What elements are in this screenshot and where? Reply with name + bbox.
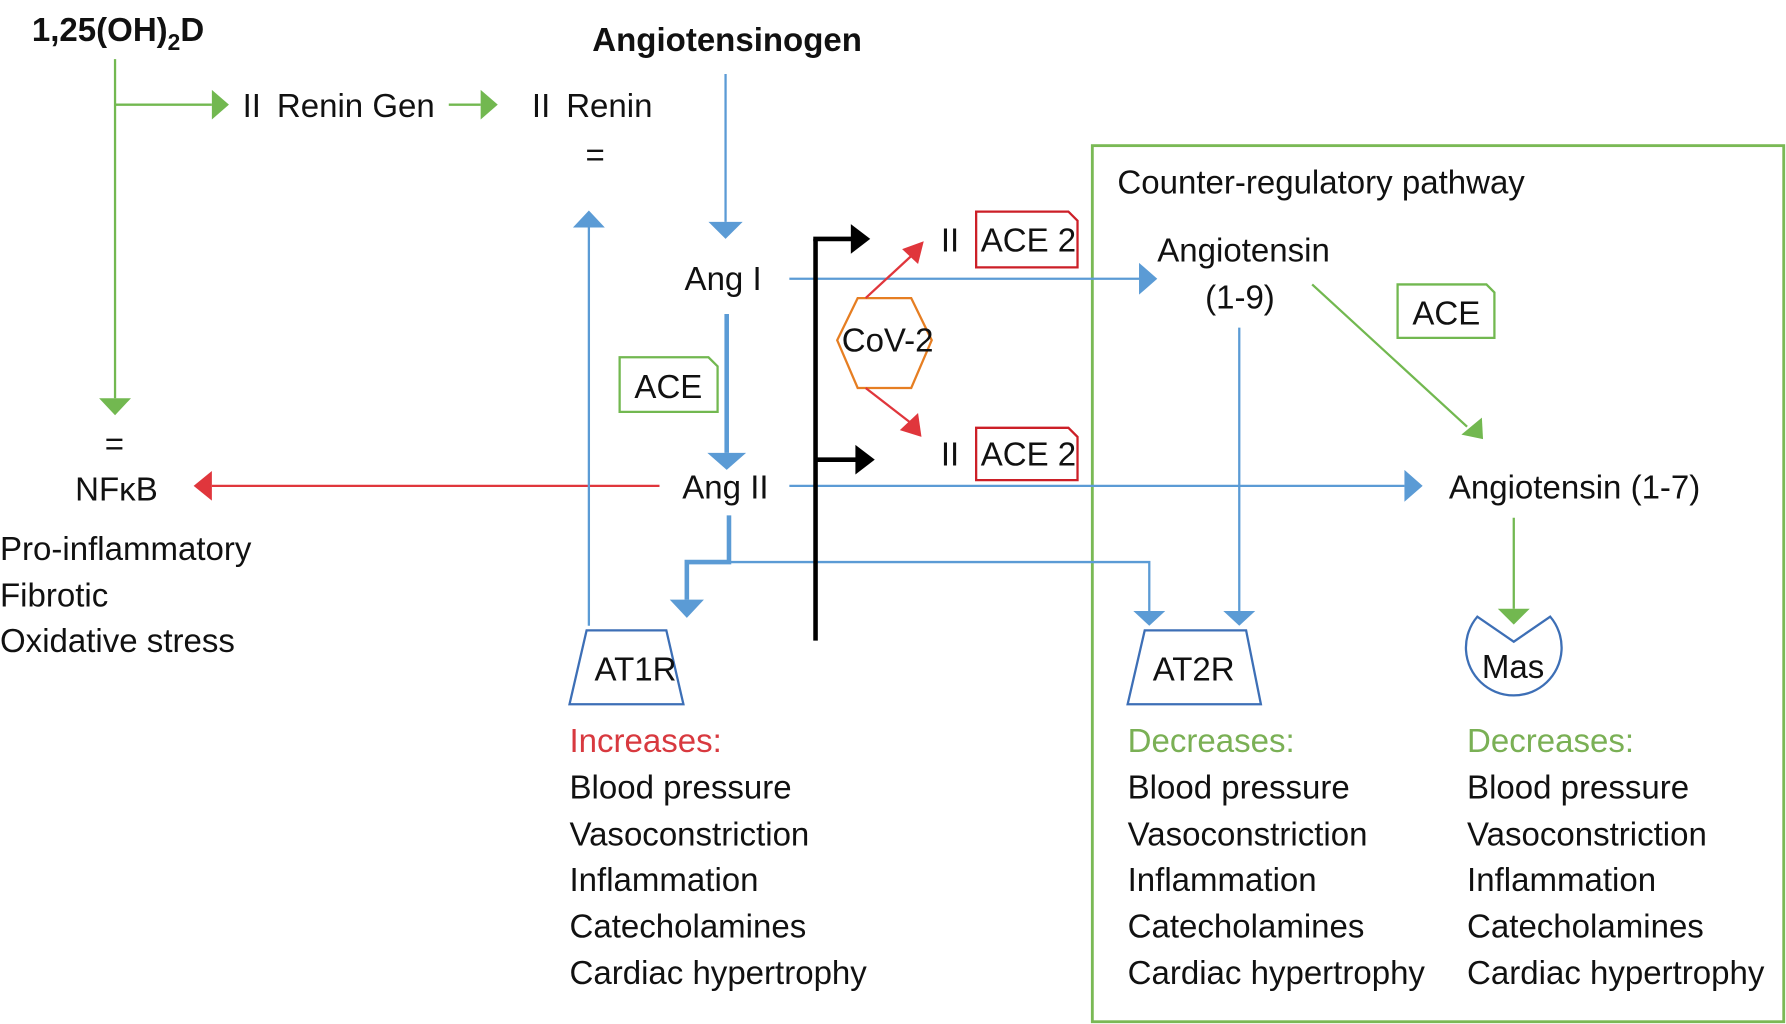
angiotensinogen-label: Angiotensinogen [592, 21, 862, 58]
renin-equals: = [585, 136, 604, 173]
cov2-label: CoV-2 [842, 322, 934, 359]
mas-effects-heading: Decreases: [1467, 722, 1634, 759]
nfkb-effect-item: Fibrotic [0, 576, 108, 613]
block-arrow-bottom-head [855, 444, 875, 475]
at2r-label: AT2R [1153, 650, 1235, 687]
ace2-top-marker: II [941, 221, 959, 258]
ace-right-box [1396, 283, 1496, 340]
ang-ii-to-at1r-line [684, 515, 732, 600]
nfkb-effect-item: Pro-inflammatory [0, 530, 252, 567]
effect-item: Inflammation [570, 861, 759, 898]
effect-item: Cardiac hypertrophy [1467, 954, 1765, 991]
at2r-receptor-icon [1126, 629, 1263, 706]
at1r-receptor-icon [568, 629, 685, 706]
arrow-to-nfkb-red-head [193, 471, 212, 501]
ace2-top-label: ACE 2 [981, 221, 1076, 258]
effect-item: Inflammation [1128, 861, 1317, 898]
at2r-effects-heading: Decreases: [1128, 722, 1295, 759]
effect-item: Inflammation [1467, 861, 1656, 898]
arrow-to-at1r-head [669, 599, 704, 618]
ace-left-box [618, 356, 719, 414]
ang-i-label: Ang I [685, 260, 762, 297]
arrow-to-renin-head [480, 89, 498, 120]
ace2-top-box [975, 210, 1079, 269]
effect-item: Vasoconstriction [1128, 815, 1368, 852]
ace2-bottom-label: ACE 2 [981, 435, 1076, 472]
ace2-bottom-box [975, 426, 1079, 482]
nfkb-equals: = [105, 425, 124, 462]
arrow-to-renin-feedback-head [572, 210, 605, 228]
effect-item: Cardiac hypertrophy [1128, 954, 1426, 991]
arrow-to-mas-head [1497, 608, 1530, 625]
arrow-to-ang-ii-head [707, 452, 747, 470]
arrow-to-ace2-top-head [902, 241, 924, 264]
angiotensin-1-7-label: Angiotensin (1-7) [1449, 468, 1700, 505]
effect-item: Vasoconstriction [570, 815, 810, 852]
angiotensin-1-9-label-line1: Angiotensin [1157, 232, 1330, 269]
arrow-to-angiotensin-1-9-head [1139, 262, 1158, 295]
cov2-to-ace2-top-line [864, 255, 912, 299]
mas-label: Mas [1482, 648, 1544, 685]
nfkb-label: NFκB [75, 471, 158, 508]
counter-regulatory-pathway-title: Counter-regulatory pathway [1117, 163, 1525, 200]
arrow-to-angiotensin-1-7-head [1404, 469, 1423, 502]
nfkb-effects-list: Pro-inflammatory Fibrotic Oxidative stre… [0, 530, 252, 659]
ang-ii-label: Ang II [682, 468, 768, 505]
arrow-to-renin-gen-head [211, 89, 229, 120]
vitamin-d-label: 1,25(OH)2D [32, 11, 204, 55]
at2r-effects-list: Decreases: Blood pressure Vasoconstricti… [1128, 722, 1426, 991]
ang-ii-to-at2r-line [728, 560, 1151, 611]
arrow-to-at2r-head-1 [1133, 610, 1166, 626]
arrow-to-nfkb-head [99, 398, 131, 416]
effect-item: Catecholamines [1467, 908, 1704, 945]
ace2-bottom-marker: II [941, 435, 959, 472]
effect-item: Cardiac hypertrophy [570, 954, 868, 991]
effect-item: Blood pressure [1467, 769, 1689, 806]
at1r-effects-heading: Increases: [570, 722, 722, 759]
effect-item: Catecholamines [1128, 908, 1365, 945]
at1r-label: AT1R [595, 650, 677, 687]
effect-item: Blood pressure [570, 769, 792, 806]
cov2-to-ace2-bottom-line [864, 387, 912, 425]
arrow-to-ace2-bottom-head [899, 413, 922, 437]
angiotensin-1-9-to-1-7-line [1311, 283, 1468, 428]
counter-regulatory-pathway-box [1090, 144, 1786, 1024]
mas-receptor-icon [1464, 615, 1563, 697]
arrow-to-angiotensin-1-7-green-head [1461, 417, 1484, 440]
effect-item: Blood pressure [1128, 769, 1350, 806]
angiotensin-1-9-label-line2: (1-9) [1205, 278, 1275, 315]
ace-left-label: ACE [634, 368, 702, 405]
arrow-to-at2r-head-2 [1223, 610, 1256, 626]
effect-item: Vasoconstriction [1467, 815, 1707, 852]
effect-item: Catecholamines [570, 908, 807, 945]
nfkb-effect-item: Oxidative stress [0, 622, 235, 659]
arrow-to-ang-i-head [708, 221, 743, 239]
cov2-hexagon-icon [835, 296, 933, 390]
ace-right-label: ACE [1412, 294, 1480, 331]
at1r-effects-list: Increases: Blood pressure Vasoconstricti… [570, 722, 868, 991]
block-arrow-top-head [850, 224, 871, 254]
mas-effects-list: Decreases: Blood pressure Vasoconstricti… [1467, 722, 1765, 991]
